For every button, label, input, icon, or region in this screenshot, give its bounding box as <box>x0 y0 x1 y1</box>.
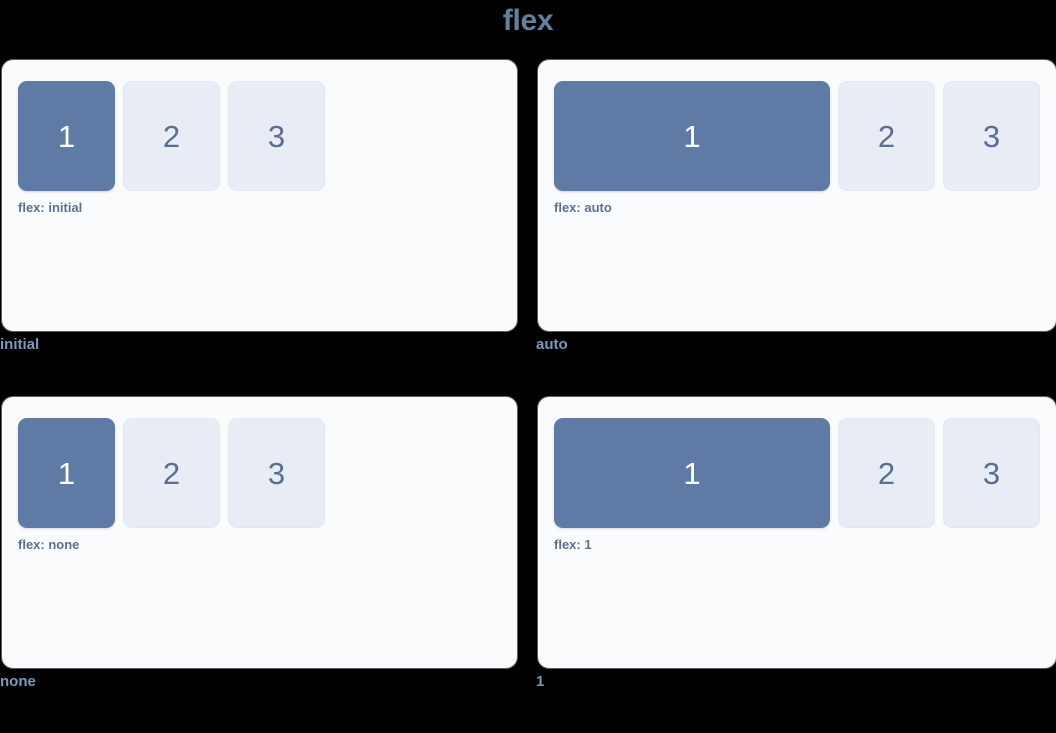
flex-container-initial: 1 2 3 <box>18 81 517 191</box>
flex-item-2: 2 <box>838 418 935 528</box>
flex-item-2: 2 <box>838 81 935 191</box>
flex-item-1: 1 <box>554 418 830 528</box>
demo-label-initial: initial <box>0 336 40 353</box>
demo-card-auto: 1 2 3 flex: auto <box>538 60 1056 331</box>
demo-cell-auto: 1 2 3 flex: auto auto <box>536 60 1056 355</box>
page-title: flex <box>502 4 554 37</box>
demo-label-one: 1 <box>536 673 545 690</box>
demo-label-none: none <box>0 673 36 690</box>
flex-container-auto: 1 2 3 <box>554 81 1056 191</box>
flex-item-3: 3 <box>943 418 1040 528</box>
flex-item-2: 2 <box>123 418 220 528</box>
demo-cell-one: 1 2 3 flex: 1 1 <box>536 397 1056 692</box>
flex-note: flex: 1 <box>554 537 592 552</box>
flex-item-3: 3 <box>228 418 325 528</box>
flex-note: flex: initial <box>18 200 83 215</box>
flex-note: flex: auto <box>554 200 612 215</box>
flex-item-2: 2 <box>123 81 220 191</box>
flex-container-none: 1 2 3 <box>18 418 517 528</box>
flex-container-one: 1 2 3 <box>554 418 1056 528</box>
demo-card-initial: 1 2 3 flex: initial <box>2 60 517 331</box>
flex-item-3: 3 <box>943 81 1040 191</box>
demo-label-auto: auto <box>536 336 568 353</box>
demo-card-none: 1 2 3 flex: none <box>2 397 517 668</box>
flex-item-1: 1 <box>18 81 115 191</box>
demo-cell-none: 1 2 3 flex: none none <box>0 397 517 692</box>
flex-item-3: 3 <box>228 81 325 191</box>
flex-note: flex: none <box>18 537 80 552</box>
flex-item-1: 1 <box>18 418 115 528</box>
demo-cell-initial: 1 2 3 flex: initial initial <box>0 60 517 355</box>
demo-card-one: 1 2 3 flex: 1 <box>538 397 1056 668</box>
flex-item-1: 1 <box>554 81 830 191</box>
flex-demo-grid: 1 2 3 flex: initial initial 1 2 3 flex: … <box>0 60 1056 692</box>
